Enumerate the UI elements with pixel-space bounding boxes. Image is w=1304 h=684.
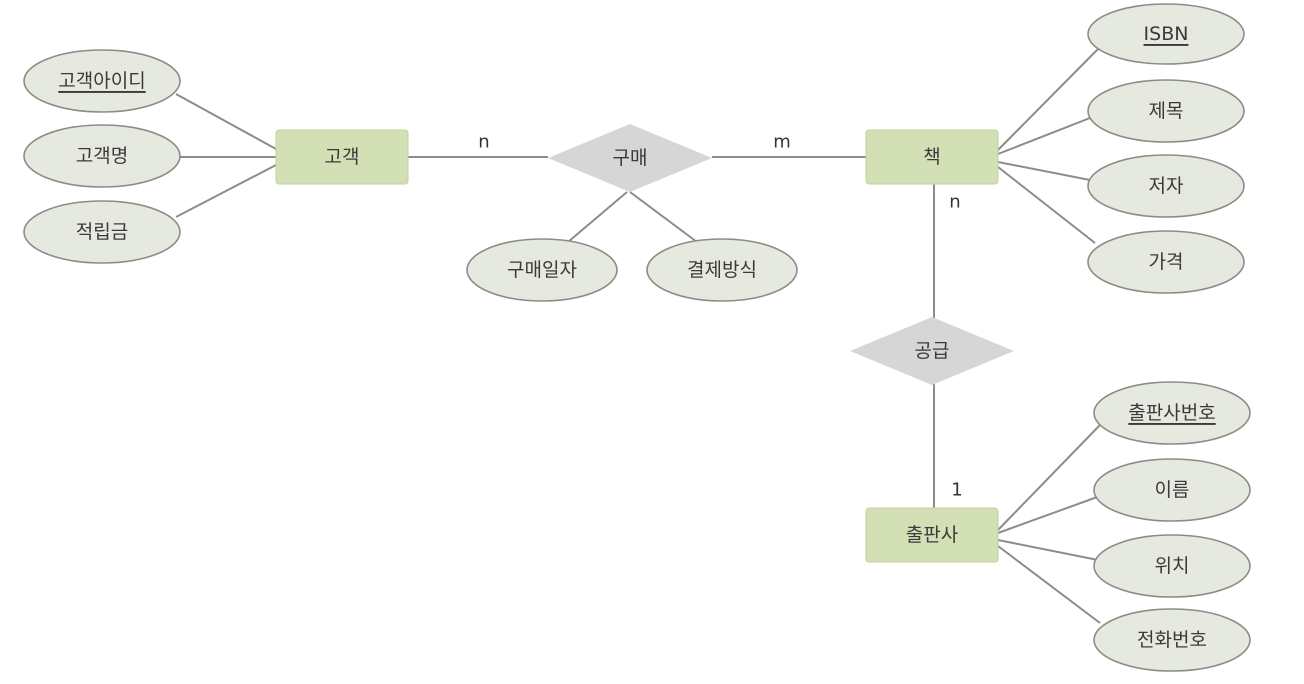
relationship-supply[interactable]: 공급: [850, 317, 1014, 385]
attribute-customer-id[interactable]: 고객아이디: [23, 49, 181, 113]
cardinality-book-supply: n: [949, 192, 960, 213]
attribute-label: 제목: [1149, 100, 1184, 122]
attribute-payment-method[interactable]: 결제방식: [646, 238, 798, 302]
attribute-label: 이름: [1155, 479, 1190, 501]
attribute-label: 출판사번호: [1128, 402, 1215, 424]
line-title: [997, 117, 1091, 155]
relationship-label: 구매: [613, 147, 648, 169]
attribute-isbn[interactable]: ISBN: [1087, 3, 1245, 65]
entity-label: 출판사: [906, 524, 958, 546]
attribute-author[interactable]: 저자: [1087, 154, 1245, 218]
entity-customer[interactable]: 고객: [275, 129, 409, 185]
attribute-label: 구매일자: [507, 259, 577, 281]
attribute-label: 전화번호: [1137, 629, 1207, 651]
line-customer-points: [175, 164, 277, 218]
relationship-purchase[interactable]: 구매: [548, 124, 712, 192]
line-publisher-location: [997, 539, 1099, 561]
line-isbn: [997, 46, 1101, 151]
line-publisher-phone: [997, 545, 1101, 624]
attribute-label: 결제방식: [687, 259, 757, 281]
connector-lines: [175, 46, 1101, 624]
entity-publisher[interactable]: 출판사: [865, 507, 999, 563]
line-customer-id: [175, 93, 277, 150]
line-publisher-name: [997, 495, 1101, 534]
attribute-title[interactable]: 제목: [1087, 79, 1245, 143]
entity-label: 고객: [325, 146, 360, 168]
attribute-label: 고객아이디: [58, 70, 145, 92]
relationship-label: 공급: [915, 340, 950, 362]
line-publisher-id: [997, 424, 1101, 531]
attribute-label: 적립금: [76, 221, 128, 243]
attribute-label: ISBN: [1144, 23, 1189, 45]
line-payment-method: [629, 191, 698, 243]
line-price: [997, 166, 1096, 244]
attribute-price[interactable]: 가격: [1087, 230, 1245, 294]
attribute-customer-points[interactable]: 적립금: [23, 200, 181, 264]
attribute-label: 저자: [1149, 175, 1184, 197]
attribute-customer-name[interactable]: 고객명: [23, 124, 181, 188]
cardinality-purchase-book: m: [773, 132, 791, 153]
attribute-publisher-id[interactable]: 출판사번호: [1093, 381, 1251, 445]
attribute-publisher-location[interactable]: 위치: [1093, 534, 1251, 598]
cardinality-customer-purchase: n: [478, 132, 489, 153]
attribute-label: 가격: [1149, 251, 1184, 273]
cardinality-supply-publisher: 1: [951, 480, 962, 501]
attribute-publisher-phone[interactable]: 전화번호: [1093, 608, 1251, 672]
attribute-label: 위치: [1155, 555, 1190, 577]
attribute-purchase-date[interactable]: 구매일자: [466, 238, 618, 302]
entity-label: 책: [923, 146, 940, 168]
line-purchase-date: [567, 191, 628, 243]
attribute-publisher-name[interactable]: 이름: [1093, 458, 1251, 522]
attribute-label: 고객명: [76, 145, 128, 167]
entity-book[interactable]: 책: [865, 129, 999, 185]
line-author: [997, 161, 1091, 181]
